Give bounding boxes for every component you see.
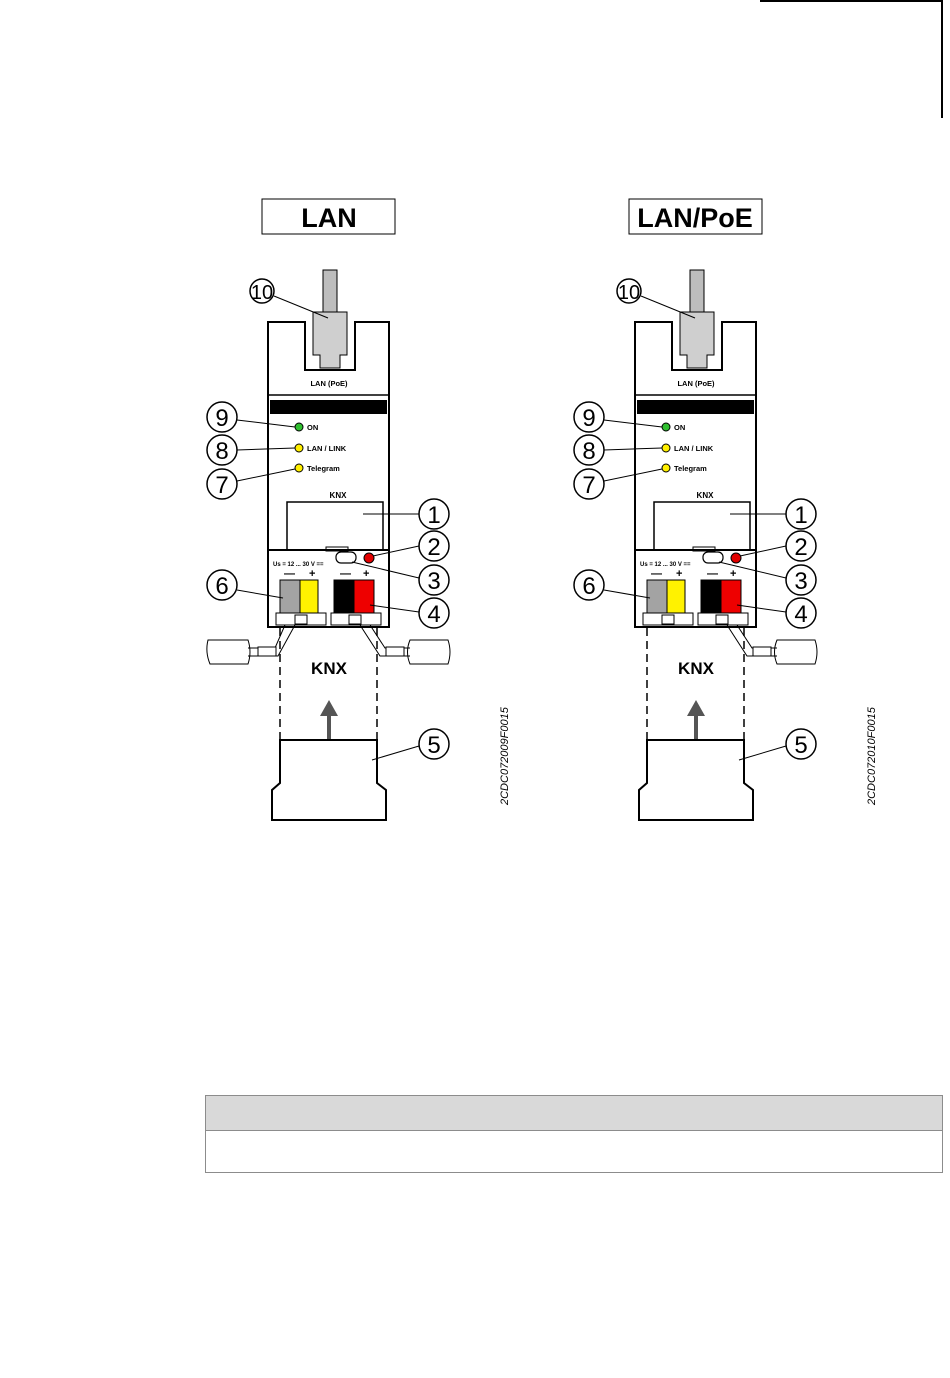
svg-text:+: +	[730, 568, 736, 580]
svg-text:6: 6	[215, 573, 228, 600]
svg-text:10: 10	[251, 282, 273, 304]
led-label-lan-link: LAN / LINK	[307, 444, 347, 453]
led-label-telegram: Telegram	[674, 464, 707, 473]
bus-label: KNX	[678, 659, 715, 678]
callout-5: 5	[739, 729, 816, 760]
lan-cable	[323, 270, 337, 315]
label-window	[654, 502, 750, 550]
svg-text:5: 5	[427, 732, 440, 759]
svg-text:+: +	[309, 568, 315, 580]
figure-title: LAN	[301, 203, 357, 233]
voltage-label: Us = 12 ... 30 V ==	[273, 562, 324, 568]
port-label: LAN (PoE)	[310, 379, 348, 388]
svg-text:8: 8	[215, 438, 228, 465]
port-label: LAN (PoE)	[677, 379, 715, 388]
legend-table-row	[206, 1131, 942, 1173]
black-band	[270, 400, 387, 414]
led-telegram	[662, 464, 670, 472]
svg-text:2: 2	[794, 534, 807, 561]
led-on	[295, 423, 303, 431]
legend-table-header	[206, 1096, 942, 1131]
bus-label: KNX	[311, 659, 348, 678]
svg-text:4: 4	[794, 601, 807, 628]
figure-title: LAN/PoE	[637, 203, 753, 233]
led-label-on: ON	[674, 423, 685, 432]
svg-text:4: 4	[427, 601, 440, 628]
terminal-black	[701, 580, 721, 613]
led-telegram	[295, 464, 303, 472]
svg-text:2: 2	[427, 534, 440, 561]
terminal-red	[354, 580, 374, 613]
svg-text:—: —	[284, 568, 295, 580]
terminal-grey	[647, 580, 667, 613]
terminal-yellow	[300, 580, 318, 613]
terminal-red	[721, 580, 741, 613]
callout-5: 5	[372, 729, 449, 760]
terminal-black	[334, 580, 354, 613]
terminal-grey	[280, 580, 300, 613]
svg-text:7: 7	[215, 472, 228, 499]
knx-logo-text: KNX	[330, 491, 348, 500]
figure-2: LAN/PoE LAN (PoE) ON LAN / LINK Telegram…	[574, 199, 878, 820]
svg-text:1: 1	[427, 502, 440, 529]
bus-cable-right	[775, 640, 818, 664]
voltage-label: Us = 12 ... 30 V ==	[640, 562, 691, 568]
svg-text:+: +	[676, 568, 682, 580]
svg-text:—: —	[707, 568, 718, 580]
led-label-lan-link: LAN / LINK	[674, 444, 714, 453]
label-window	[287, 502, 383, 550]
led-label-on: ON	[307, 423, 318, 432]
svg-text:—: —	[340, 568, 351, 580]
knx-logo-text: KNX	[697, 491, 715, 500]
bus-cable-right	[408, 640, 451, 664]
din-rail	[639, 740, 753, 820]
programming-led	[364, 553, 374, 563]
led-label-telegram: Telegram	[307, 464, 340, 473]
svg-text:10: 10	[618, 282, 640, 304]
programming-led	[731, 553, 741, 563]
figure-code: 2CDC072009F0015	[499, 706, 511, 806]
figure-code: 2CDC072010F0015	[866, 706, 878, 806]
black-band	[637, 400, 754, 414]
svg-text:—: —	[651, 568, 662, 580]
svg-text:9: 9	[215, 405, 228, 432]
programming-button	[336, 552, 356, 563]
led-lan-link	[662, 444, 670, 452]
svg-text:9: 9	[582, 405, 595, 432]
legend-table	[205, 1095, 943, 1173]
svg-text:1: 1	[794, 502, 807, 529]
terminal-yellow	[667, 580, 685, 613]
svg-text:8: 8	[582, 438, 595, 465]
programming-button	[703, 552, 723, 563]
svg-text:6: 6	[582, 573, 595, 600]
svg-text:3: 3	[427, 568, 440, 595]
led-lan-link	[295, 444, 303, 452]
svg-text:3: 3	[794, 568, 807, 595]
lan-plug	[313, 312, 347, 368]
svg-text:7: 7	[582, 472, 595, 499]
bus-cable-left	[207, 640, 250, 664]
svg-text:5: 5	[794, 732, 807, 759]
lan-plug	[680, 312, 714, 368]
figure-1: LAN LAN (PoE) ON LAN / LINK Telegram KNX…	[207, 199, 511, 820]
svg-text:+: +	[363, 568, 369, 580]
led-on	[662, 423, 670, 431]
din-rail	[272, 740, 386, 820]
lan-cable	[690, 270, 704, 315]
